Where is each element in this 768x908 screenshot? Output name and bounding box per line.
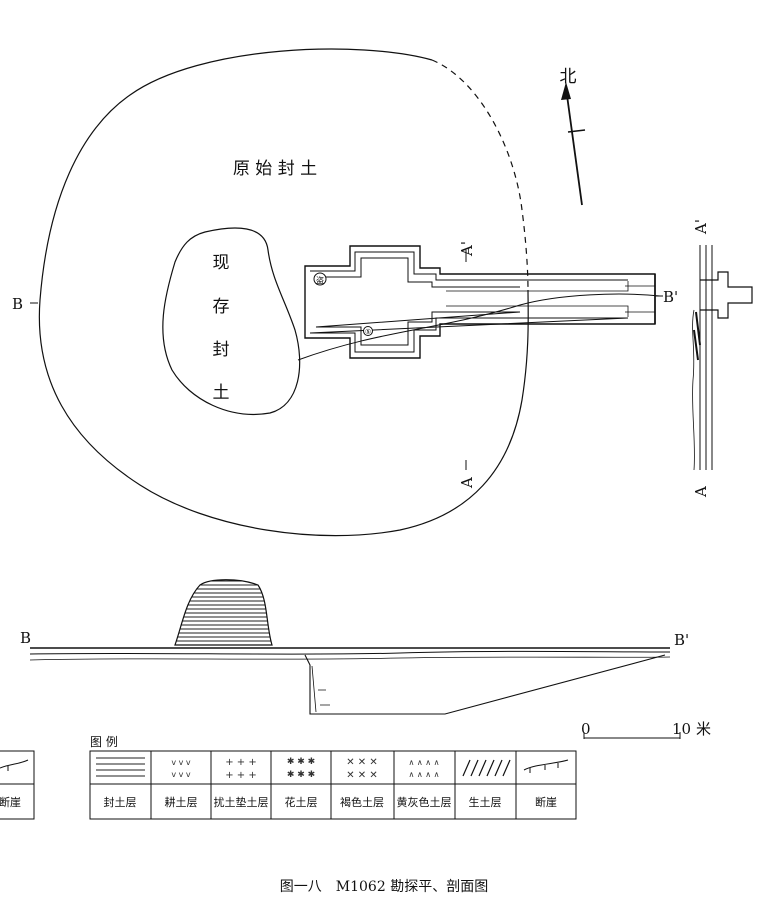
legend-symbol-horizontal-lines: [96, 757, 145, 777]
section-mark-b-left: B: [12, 295, 23, 313]
item-marker: [363, 326, 373, 336]
original-mound-dashed: [431, 59, 529, 291]
legend-symbol-cross-pattern: + + + + + +: [225, 757, 257, 781]
remaining-mound-char-2: 存: [213, 297, 230, 317]
scale-zero: 0: [581, 720, 591, 738]
section-pit: [304, 654, 666, 715]
svg-text:v v v: v v v: [171, 770, 191, 779]
svg-text:+ + +: + + +: [225, 770, 257, 781]
legend-label-8: 断崖: [535, 795, 557, 809]
legend-label-3: 扰土垫土层: [214, 795, 269, 809]
legend-label-7: 生土层: [469, 795, 502, 809]
svg-text:✕ ✕ ✕: ✕ ✕ ✕: [346, 770, 378, 781]
figure-caption: 图一八 M1062 勘探平、剖面图: [280, 879, 488, 895]
section-mound: [174, 579, 273, 646]
section-aa-bottom-label: A: [692, 486, 710, 498]
legend-symbol-v-pattern: v v v v v v: [171, 758, 191, 779]
legend-symbol-caret-pattern: ∧ ∧ ∧ ∧ ∧ ∧ ∧ ∧: [408, 758, 439, 779]
north-arrow: 北: [560, 67, 586, 206]
section-bb-left-label: B: [20, 629, 31, 647]
tomb-chamber: [304, 245, 656, 359]
section-aa: A' A: [692, 219, 753, 498]
legend-label-4: 花土层: [285, 796, 318, 809]
section-mark-a-top: A': [458, 241, 476, 257]
remaining-mound-char-4: 土: [213, 383, 230, 403]
legend-symbol-slash-pattern: [462, 759, 511, 777]
legend-label-5: 褐色土层: [340, 795, 384, 809]
section-bb: B B': [20, 579, 689, 715]
section-mark-b-right: B': [663, 288, 678, 306]
svg-text:✕ ✕ ✕: ✕ ✕ ✕: [346, 757, 378, 768]
scale-bar: 0 10 米: [581, 720, 711, 739]
legend-symbol-asterisk-pattern: ✱ ✱ ✱ ✱ ✱ ✱: [287, 757, 315, 780]
item-label: ⑤: [365, 328, 371, 336]
remaining-mound-outline: [162, 227, 301, 415]
original-mound-outline: [38, 48, 529, 537]
legend-partial-label: 断崖: [0, 795, 21, 809]
scale-end: 10: [672, 720, 691, 738]
section-aa-top-label: A': [692, 219, 710, 235]
svg-text:v v v: v v v: [171, 758, 191, 767]
scale-unit: 米: [696, 720, 711, 738]
robbery-hole-label: 盗: [316, 275, 324, 285]
section-bb-right-label: B': [674, 631, 689, 649]
svg-text:+ + +: + + +: [225, 757, 257, 768]
remaining-mound-char-1: 现: [213, 253, 230, 273]
robbery-hole-marker: [313, 272, 327, 286]
svg-text:∧ ∧ ∧ ∧: ∧ ∧ ∧ ∧: [408, 758, 439, 767]
legend-partial-left: 断崖: [0, 750, 35, 820]
svg-text:✱ ✱ ✱: ✱ ✱ ✱: [287, 757, 315, 767]
plan-view: 盗 ⑤ 原 始 封 土 现 存 封 土 B B' A' A 北: [12, 48, 678, 537]
section-line-bb: [297, 293, 661, 361]
legend: 图 例 v v v v v v + + + + + + ✱ ✱ ✱ ✱ ✱ ✱: [89, 735, 577, 820]
legend-symbol-cliff-line: [523, 759, 569, 773]
legend-label-6: 黄灰色土层: [397, 795, 452, 809]
svg-text:✱ ✱ ✱: ✱ ✱ ✱: [287, 770, 315, 780]
svg-text:∧ ∧ ∧ ∧: ∧ ∧ ∧ ∧: [408, 770, 439, 779]
legend-symbol-x-pattern: ✕ ✕ ✕ ✕ ✕ ✕: [346, 757, 378, 781]
north-label: 北: [560, 67, 577, 87]
section-mark-a-bottom: A: [458, 477, 476, 489]
legend-label-1: 封土层: [104, 795, 137, 809]
legend-title: 图 例: [90, 735, 118, 749]
legend-label-2: 耕土层: [165, 795, 198, 809]
original-mound-label: 原 始 封 土: [233, 159, 317, 179]
remaining-mound-char-3: 封: [213, 340, 230, 360]
